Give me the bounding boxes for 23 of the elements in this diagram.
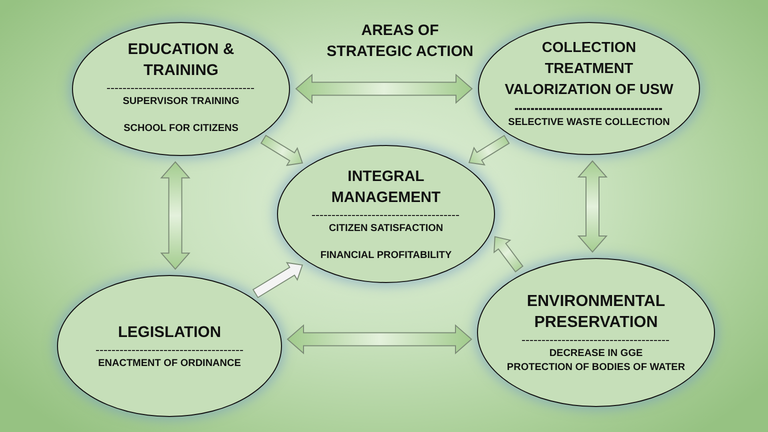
block-arrow bbox=[260, 134, 304, 166]
double-headed-arrow bbox=[577, 160, 608, 253]
item-text: SELECTIVE WASTE COLLECTION bbox=[508, 116, 670, 129]
heading-text: ENVIRONMENTAL PRESERVATION bbox=[526, 292, 666, 333]
block-arrow bbox=[494, 236, 524, 272]
item-text: PROTECTION OF BODIES OF WATER bbox=[506, 361, 686, 374]
block-arrow bbox=[468, 134, 510, 166]
item-text: FINANCIAL PROFITABILITY bbox=[320, 249, 452, 262]
item-text: ENACTMENT OF ORDINANCE bbox=[98, 357, 241, 370]
heading-text: INTEGRAL MANAGEMENT bbox=[330, 166, 442, 208]
diagram-title: AREAS OF STRATEGIC ACTION bbox=[326, 21, 474, 62]
ellipse-node bbox=[277, 145, 495, 283]
double-headed-arrow bbox=[286, 324, 472, 354]
block-arrow bbox=[252, 262, 304, 298]
item-text: SUPERVISOR TRAINING bbox=[122, 95, 240, 108]
heading-text: LEGISLATION bbox=[118, 322, 222, 343]
heading-text: COLLECTION TREATMENT VALORIZATION OF USW bbox=[504, 39, 674, 100]
item-text: DECREASE IN GGE bbox=[549, 347, 643, 360]
item-text: SCHOOL FOR CITIZENS bbox=[124, 122, 238, 136]
item-text: CITIZEN SATISFACTION bbox=[328, 222, 444, 236]
double-headed-arrow bbox=[160, 161, 190, 270]
heading-text: EDUCATION & TRAINING bbox=[126, 40, 236, 81]
double-headed-arrow bbox=[295, 74, 473, 104]
